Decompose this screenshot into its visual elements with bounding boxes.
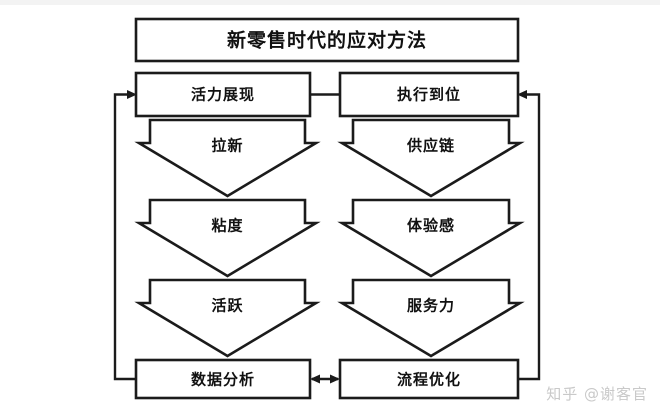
box-right-head[interactable]: 执行到位	[338, 71, 520, 118]
title-box: 新零售时代的应对方法	[134, 17, 520, 63]
box-left-head[interactable]: 活力展现	[134, 71, 312, 118]
chevron-right-step-1-label: 供应链	[406, 137, 455, 155]
chevron-left-step-2[interactable]: 粘度	[134, 198, 321, 278]
chevron-right-step-3-label: 服务力	[407, 297, 455, 315]
box-left-foot[interactable]: 数据分析	[134, 358, 312, 400]
title-box-label: 新零售时代的应对方法	[227, 29, 427, 52]
connector-left-feedback-loop-path	[113, 93, 136, 381]
arrow-right-head-icon	[330, 374, 340, 384]
chevron-left-step-1-shape	[134, 118, 321, 198]
box-right-foot-rect	[338, 358, 520, 400]
connector-foot-link	[310, 374, 340, 384]
box-left-foot-label: 数据分析	[191, 371, 255, 389]
chevron-left-step-3[interactable]: 活跃	[134, 278, 321, 358]
chevron-right-step-1-shape	[337, 118, 525, 198]
chevron-left-step-3-shape	[134, 278, 321, 358]
connector-right-feedback-loop	[517, 90, 541, 381]
watermark: 知乎 @谢客官	[546, 385, 648, 403]
box-left-head-rect	[134, 71, 312, 118]
chevron-right-step-2[interactable]: 体验感	[337, 198, 525, 278]
loop-right-arrowhead-icon	[517, 90, 527, 99]
loop-left-arrowhead-icon	[127, 90, 137, 99]
connector-left-feedback-loop	[113, 90, 137, 381]
box-left-head-label: 活力展现	[191, 86, 255, 104]
connector-right-feedback-loop-path	[518, 93, 541, 381]
chevron-right-step-2-shape	[337, 198, 525, 278]
chevron-right-step-1[interactable]: 供应链	[337, 118, 525, 198]
title-box-rect	[134, 17, 520, 63]
chevron-left-step-1[interactable]: 拉新	[134, 118, 321, 198]
chevron-right-step-3[interactable]: 服务力	[337, 278, 525, 358]
chevron-left-step-2-shape	[134, 198, 321, 278]
arrow-left-head-icon	[310, 374, 320, 384]
chevron-right-step-3-shape	[337, 278, 525, 358]
box-right-foot[interactable]: 流程优化	[338, 358, 520, 400]
chevron-left-step-1-label: 拉新	[211, 137, 243, 155]
top-edge-strip	[0, 0, 660, 5]
box-right-head-label: 执行到位	[397, 86, 461, 104]
chevron-left-step-3-label: 活跃	[211, 297, 243, 315]
box-right-foot-label: 流程优化	[397, 371, 461, 389]
chevron-left-step-2-label: 粘度	[211, 217, 243, 235]
right-column: 执行到位 供应链 体验感 服务力 流程优化	[337, 71, 525, 400]
chevron-right-step-2-label: 体验感	[407, 217, 455, 235]
left-column: 活力展现 拉新 粘度 活跃 数据分析	[134, 71, 321, 400]
